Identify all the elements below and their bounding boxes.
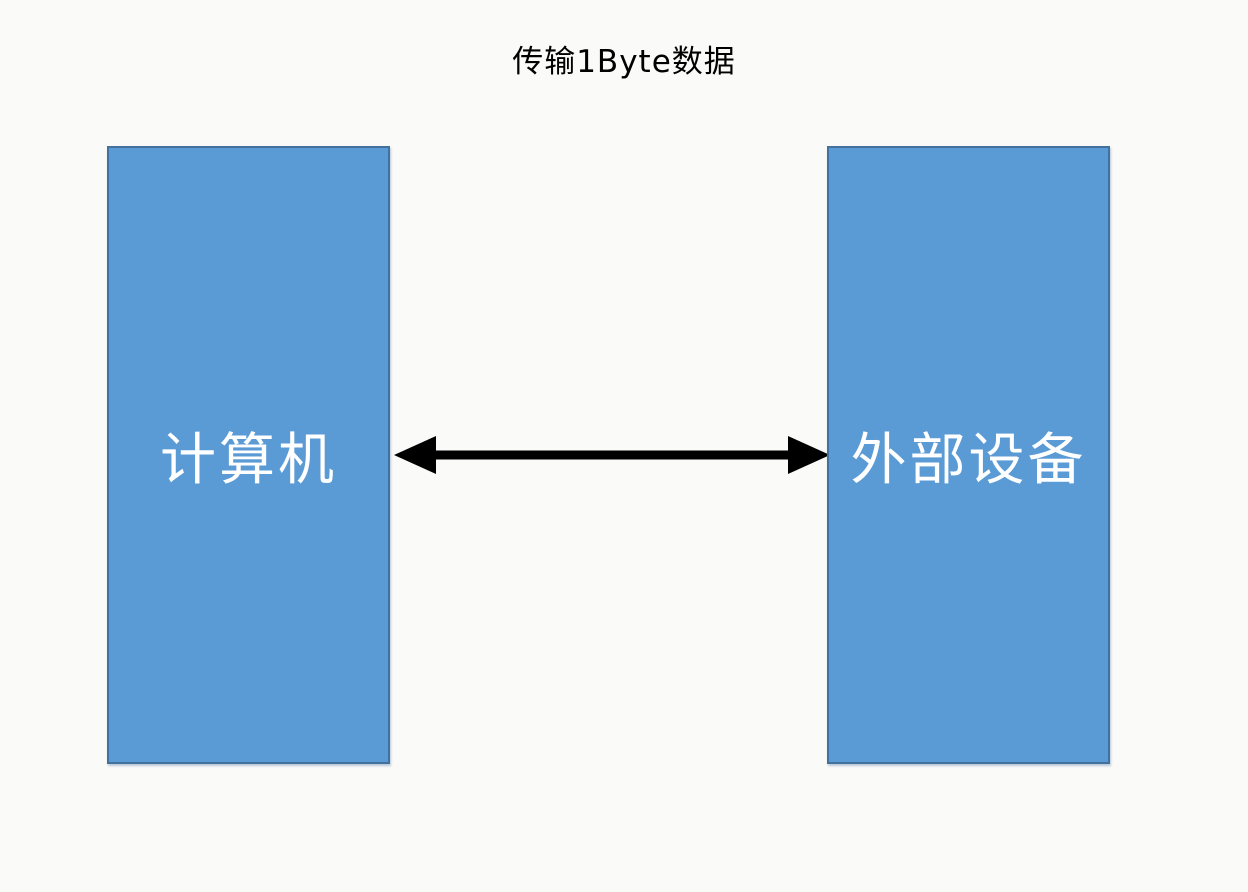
- node-external-device-label: 外部设备: [850, 427, 1087, 493]
- node-computer-label: 计算机: [160, 427, 337, 493]
- node-external-device: 外部设备: [827, 146, 1110, 764]
- node-computer: 计算机: [107, 146, 390, 764]
- arrowhead-left-icon: [394, 436, 436, 474]
- diagram-title: 传输1Byte数据: [512, 44, 736, 80]
- arrowhead-right-icon: [788, 436, 830, 474]
- double-arrow-connector: [394, 436, 830, 474]
